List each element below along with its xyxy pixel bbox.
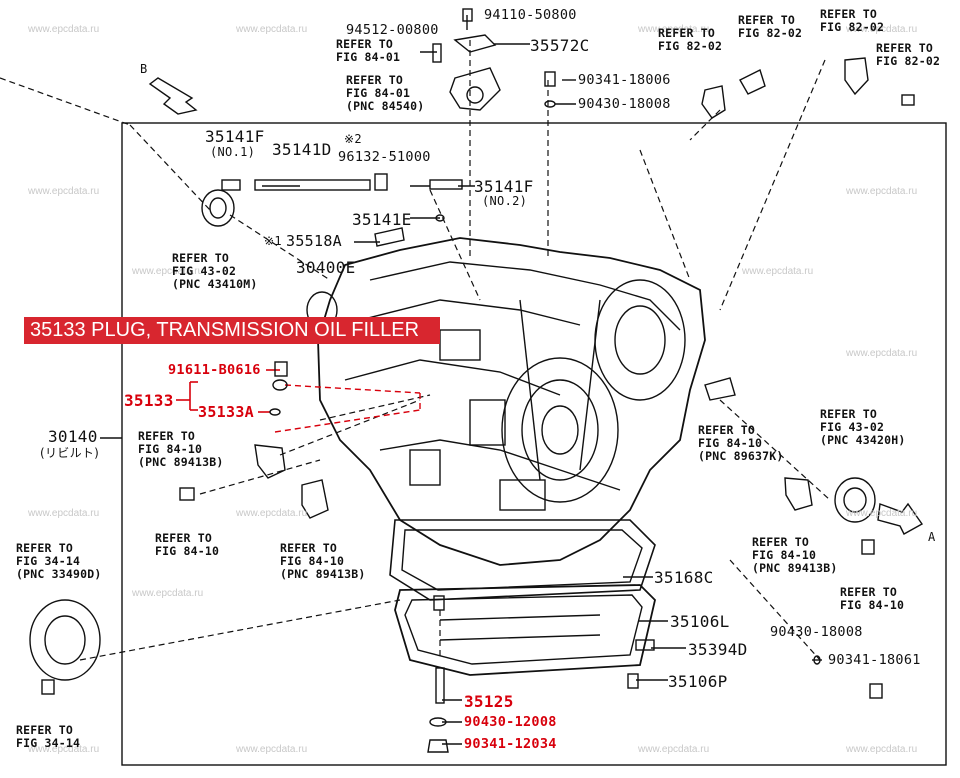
part-35141f-no1[interactable]: 35141F (205, 127, 265, 146)
highlight-banner: 35133 PLUG, TRANSMISSION OIL FILLER (24, 317, 440, 344)
refer-fig-84-10-a[interactable]: REFER TO FIG 84-10 (PNC 89413B) (138, 429, 224, 469)
part-94512-00800[interactable]: 94512-00800 (346, 22, 439, 38)
refer-fig-84-10-c[interactable]: REFER TO FIG 84-10 (PNC 89413B) (280, 541, 366, 581)
part-94110-50800[interactable]: 94110-50800 (484, 7, 577, 23)
part-91611-b0616[interactable]: 91611-B0616 (168, 362, 261, 378)
part-35141f-no2[interactable]: 35141F (474, 177, 534, 196)
watermark: www.epcdata.ru (846, 348, 918, 359)
part-35106p[interactable]: 35106P (668, 672, 728, 691)
shaft-35141d (254, 179, 371, 191)
part-35518a[interactable]: 35518A (286, 232, 342, 250)
refer-fig-43-02-b[interactable]: REFER TO FIG 43-02 (PNC 43420H) (820, 407, 906, 447)
part-35125[interactable]: 35125 (464, 692, 514, 711)
part-30140-sub: (リビルト) (40, 446, 100, 460)
note-2: ※2 (344, 132, 362, 146)
watermark: www.epcdata.ru (28, 744, 100, 755)
part-35572c[interactable]: 35572C (530, 36, 590, 55)
view-label-a: A (928, 530, 936, 544)
torque-housing (501, 357, 619, 503)
watermark: www.epcdata.ru (236, 24, 308, 35)
watermark: www.epcdata.ru (132, 588, 204, 599)
refer-fig-82-02-c[interactable]: REFER TO FIG 82-02 (820, 7, 885, 34)
refer-fig-84-10-b[interactable]: REFER TO FIG 84-10 (155, 531, 220, 558)
view-arrow-b (148, 77, 198, 115)
part-35133[interactable]: 35133 (124, 391, 174, 410)
part-90430-18008[interactable]: 90430-18008 (578, 96, 671, 112)
oil-pan-gasket (389, 519, 656, 601)
watermark: www.epcdata.ru (846, 186, 918, 197)
part-96132-51000[interactable]: 96132-51000 (338, 149, 431, 165)
part-35168c[interactable]: 35168C (654, 568, 714, 587)
note-1: ※1 (264, 234, 282, 248)
part-35106l[interactable]: 35106L (670, 612, 730, 631)
part-90341-18061[interactable]: 90341-18061 (828, 652, 921, 668)
part-35394d[interactable]: 35394D (688, 640, 748, 659)
refer-fig-82-02-d[interactable]: REFER TO FIG 82-02 (876, 41, 941, 68)
oil-seal-43410m (201, 189, 235, 227)
watermark: www.epcdata.ru (132, 266, 204, 277)
refer-fig-34-14-a[interactable]: REFER TO FIG 34-14 (PNC 33490D) (16, 541, 102, 581)
refer-fig-84-10-d[interactable]: REFER TO FIG 84-10 (PNC 89637K) (698, 423, 784, 463)
watermark: www.epcdata.ru (28, 186, 100, 197)
view-arrow-a (877, 502, 924, 535)
transmission-case (317, 237, 706, 566)
part-35141f-no1-sub: (NO.1) (210, 145, 256, 159)
watermark: www.epcdata.ru (28, 508, 100, 519)
part-30140[interactable]: 30140 (48, 427, 98, 446)
refer-fig-43-02-a[interactable]: REFER TO FIG 43-02 (PNC 43410M) (172, 251, 258, 291)
refer-fig-84-01-a[interactable]: REFER TO FIG 84-01 (336, 37, 401, 64)
refer-fig-84-01-b[interactable]: REFER TO FIG 84-01 (PNC 84540) (346, 73, 425, 113)
part-35141f-no2-sub: (NO.2) (482, 194, 528, 208)
refer-fig-82-02-a[interactable]: REFER TO FIG 82-02 (658, 26, 723, 53)
part-90341-12034[interactable]: 90341-12034 (464, 736, 557, 752)
part-90430-18008-b[interactable]: 90430-18008 (770, 624, 863, 640)
watermark: www.epcdata.ru (28, 24, 100, 35)
refer-fig-82-02-b[interactable]: REFER TO FIG 82-02 (738, 13, 803, 40)
refer-fig-84-10-e[interactable]: REFER TO FIG 84-10 (PNC 89413B) (752, 535, 838, 575)
part-30400e[interactable]: 30400E (296, 258, 356, 277)
watermark: www.epcdata.ru (638, 24, 710, 35)
oil-seal-43420h (834, 477, 876, 523)
watermark: www.epcdata.ru (846, 744, 918, 755)
refer-fig-84-10-f[interactable]: REFER TO FIG 84-10 (840, 585, 905, 612)
part-35141e[interactable]: 35141E (352, 210, 412, 229)
sensor-84540 (449, 67, 501, 111)
watermark: www.epcdata.ru (742, 266, 814, 277)
watermark: www.epcdata.ru (846, 508, 918, 519)
watermark: www.epcdata.ru (236, 508, 308, 519)
watermark: www.epcdata.ru (846, 24, 918, 35)
bolt-35125 (435, 667, 445, 704)
watermark: www.epcdata.ru (236, 744, 308, 755)
part-35133a[interactable]: 35133A (198, 403, 254, 421)
frame-border (121, 122, 947, 766)
part-90430-12008[interactable]: 90430-12008 (464, 714, 557, 730)
watermark: www.epcdata.ru (638, 744, 710, 755)
refer-fig-34-14-b[interactable]: REFER TO FIG 34-14 (16, 723, 81, 750)
oil-pan (394, 584, 656, 676)
view-label-b: B (140, 62, 148, 76)
part-35141d[interactable]: 35141D (272, 140, 332, 159)
part-90341-18006[interactable]: 90341-18006 (578, 72, 671, 88)
pump-33490d (29, 599, 101, 681)
